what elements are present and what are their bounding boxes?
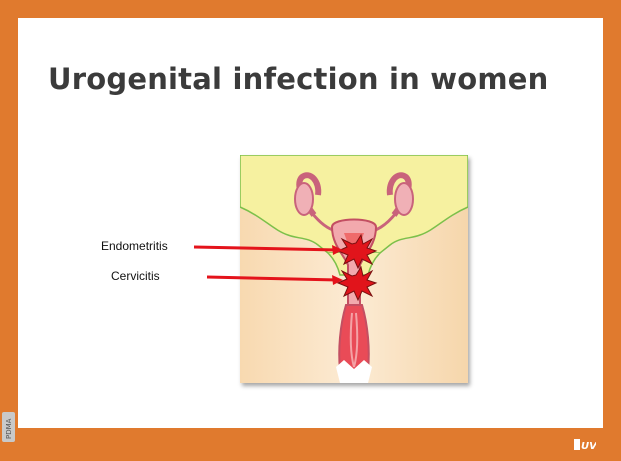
arrowhead-endometritis <box>332 245 343 255</box>
uv-logo: UV <box>574 438 596 451</box>
arrow-endometritis <box>194 247 338 250</box>
svg-text:PDMA: PDMA <box>5 418 13 439</box>
pointer-arrows <box>18 18 603 428</box>
slide: Urogenital infection in women <box>18 18 603 428</box>
arrow-cervicitis <box>207 277 338 280</box>
svg-text:UV: UV <box>581 441 596 451</box>
pdma-logo: PDMA <box>2 412 15 442</box>
arrowhead-cervicitis <box>332 275 343 285</box>
